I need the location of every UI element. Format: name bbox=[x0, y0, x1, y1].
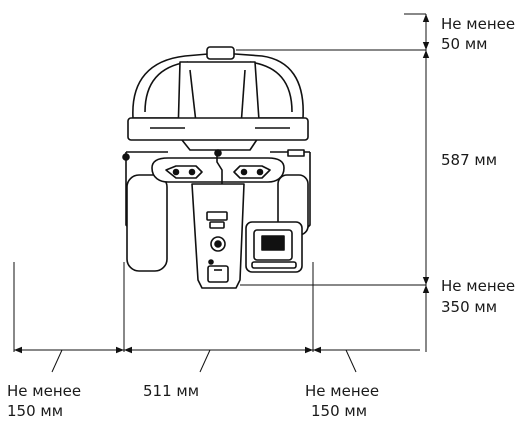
left-wheel bbox=[126, 174, 168, 272]
width-leader bbox=[199, 349, 211, 373]
width-label: 511 мм bbox=[143, 382, 200, 400]
shelf-band bbox=[127, 117, 309, 141]
right-clearance-label-line1: Не менее bbox=[305, 382, 380, 400]
dimension-lines bbox=[13, 13, 430, 373]
height-label: 587 мм bbox=[441, 151, 498, 169]
bottom-clearance-label-line2: 350 мм bbox=[441, 298, 498, 316]
top-cap bbox=[206, 46, 235, 60]
appliance-illustration bbox=[122, 46, 311, 289]
right-grip bbox=[233, 165, 271, 179]
right-clearance-leader bbox=[345, 349, 357, 373]
left-clearance-label-line2: 150 мм bbox=[7, 402, 64, 420]
top-clearance-label-line1: Не менее bbox=[441, 15, 516, 33]
lower-body bbox=[191, 183, 245, 289]
left-clearance-label-line1: Не менее bbox=[7, 382, 82, 400]
bottom-clearance-label-line1: Не менее bbox=[441, 277, 516, 295]
left-clearance-leader bbox=[51, 349, 63, 373]
right-clearance-label-line2: 150 мм bbox=[311, 402, 368, 420]
tank-inner-line-right bbox=[249, 61, 293, 113]
top-clearance-label-line2: 50 мм bbox=[441, 35, 488, 53]
